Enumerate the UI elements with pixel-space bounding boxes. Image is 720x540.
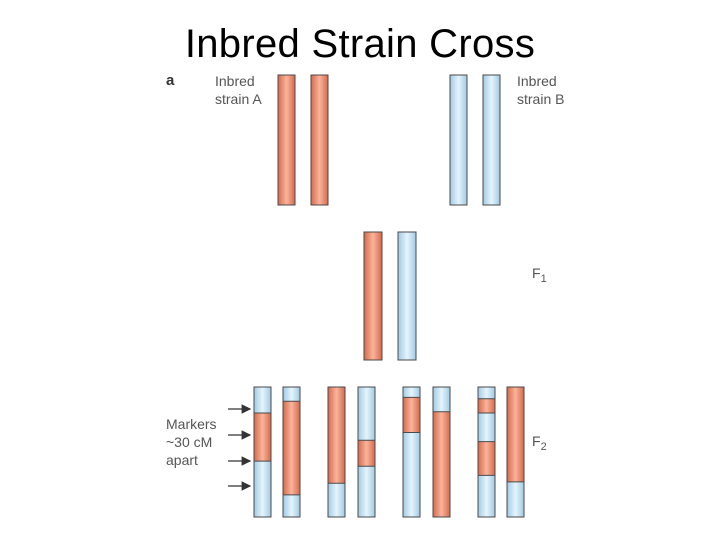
strain-a-label: Inbred strain A: [215, 72, 262, 108]
f1-label-sub: 1: [540, 273, 547, 285]
chromosome-outline: [449, 74, 468, 206]
strain-a-segment: [254, 413, 271, 462]
slide-title: Inbred Strain Cross: [184, 22, 536, 66]
strain-b-segment: [283, 387, 300, 402]
f2-label: F2: [532, 432, 547, 453]
strain-a-segment: [311, 75, 328, 205]
strain-b-segment: [328, 483, 345, 517]
strain-b-segment: [403, 432, 420, 517]
strain-a-segment: [507, 387, 524, 482]
strain-b-segment: [507, 481, 524, 517]
chromosome-outline: [357, 386, 376, 518]
chromosome-outline: [397, 231, 417, 361]
chromosome-outline: [432, 386, 451, 518]
strain-b-segment: [478, 475, 495, 517]
strain-b-segment: [398, 232, 416, 360]
chromosome-outline: [310, 74, 329, 206]
parent-a-chromosome: [310, 74, 329, 206]
f2-chromosome: [477, 386, 496, 518]
chromosome-outline: [327, 386, 346, 518]
strain-b-segment: [483, 75, 500, 205]
strain-b-segment: [478, 413, 495, 442]
f2-chromosome: [357, 386, 376, 518]
strain-a-segment: [433, 411, 450, 517]
strain-a-segment: [403, 397, 420, 433]
chromosome-outline: [277, 74, 296, 206]
f2-chromosome: [282, 386, 301, 518]
strain-a-segment: [283, 401, 300, 495]
markers-label: Markers ~30 cM apart: [166, 415, 217, 469]
markers-label-line3: apart: [166, 452, 198, 468]
chromosome-outline: [402, 386, 421, 518]
strain-b-label-line1: Inbred: [517, 73, 557, 89]
chromosome-outline: [482, 74, 501, 206]
chromosome-outline: [477, 386, 496, 518]
markers-label-line2: ~30 cM: [166, 434, 213, 450]
strain-b-segment: [358, 466, 375, 517]
chromosome-outline: [506, 386, 525, 518]
f2-chromosome: [402, 386, 421, 518]
f2-chromosome: [327, 386, 346, 518]
strain-a-segment: [478, 441, 495, 476]
strain-b-label-line2: strain B: [517, 91, 565, 107]
strain-b-segment: [283, 494, 300, 517]
markers-label-line1: Markers: [166, 416, 217, 432]
f1-chromosome: [363, 231, 383, 361]
strain-b-segment: [358, 387, 375, 441]
strain-a-segment: [278, 75, 295, 205]
strain-b-segment: [433, 387, 450, 412]
strain-b-segment: [254, 461, 271, 517]
strain-a-segment: [478, 398, 495, 413]
chromosome-outline: [363, 231, 383, 361]
strain-a-segment: [364, 232, 382, 360]
strain-b-label: Inbred strain B: [517, 72, 564, 108]
strain-a-label-line2: strain A: [215, 91, 262, 107]
f2-chromosome: [432, 386, 451, 518]
f1-label-base: F: [532, 265, 541, 281]
f1-chromosome: [397, 231, 417, 361]
chromosome-outline: [282, 386, 301, 518]
f2-chromosome: [506, 386, 525, 518]
strain-a-segment: [328, 387, 345, 484]
strain-a-label-line1: Inbred: [215, 73, 255, 89]
panel-letter: a: [166, 72, 175, 89]
parent-b-chromosome: [449, 74, 468, 206]
strain-a-segment: [358, 440, 375, 467]
parent-a-chromosome: [277, 74, 296, 206]
f2-label-sub: 2: [540, 441, 547, 453]
f2-chromosome: [253, 386, 272, 518]
f1-label: F1: [532, 264, 547, 285]
strain-b-segment: [450, 75, 467, 205]
strain-b-segment: [478, 387, 495, 399]
chromosome-outline: [253, 386, 272, 518]
parent-b-chromosome: [482, 74, 501, 206]
f2-label-base: F: [532, 433, 541, 449]
strain-b-segment: [403, 387, 420, 398]
strain-b-segment: [254, 387, 271, 413]
